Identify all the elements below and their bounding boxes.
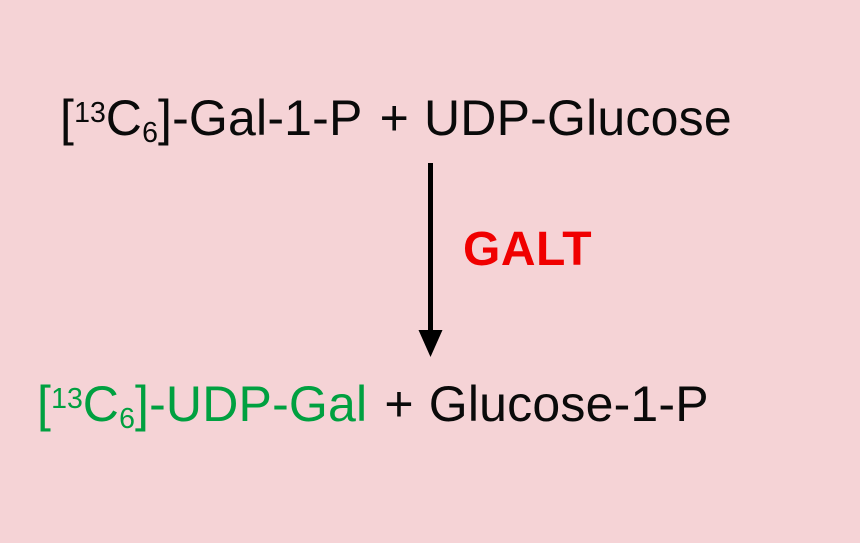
bracket-open: [ [37, 376, 52, 432]
isotope-subscript: 6 [142, 117, 158, 150]
arrow-head-icon [418, 330, 443, 357]
bracket-open: [ [60, 90, 75, 146]
compound-suffix: -Gal-1-P [172, 90, 363, 146]
element-symbol: C [82, 376, 120, 432]
reactant-udp-glucose: UDP-Glucose [424, 90, 732, 146]
bracket-close: ] [157, 90, 173, 146]
isotope-subscript: 6 [119, 403, 135, 436]
element-symbol: C [105, 90, 143, 146]
product-row: [13C6]-UDP-Gal +Glucose-1-P [37, 376, 709, 436]
reaction-arrow [406, 163, 456, 361]
compound-suffix: -UDP-Gal [149, 376, 368, 432]
isotope-superscript: 13 [51, 382, 83, 415]
product-labeled-udp-gal: [13C6]-UDP-Gal [37, 376, 368, 436]
bracket-close: ] [134, 376, 150, 432]
reactant-labeled-gal-1-p: [13C6]-Gal-1-P [60, 90, 363, 150]
isotope-superscript: 13 [74, 96, 106, 129]
plus-operator-products: + [384, 376, 414, 432]
enzyme-label-galt: GALT [463, 223, 593, 276]
substrate-row: [13C6]-Gal-1-P + UDP-Glucose [60, 90, 732, 150]
plus-operator-substrates: + [379, 90, 409, 146]
product-glucose-1-p: Glucose-1-P [428, 376, 709, 432]
arrow-shaft [428, 163, 433, 333]
